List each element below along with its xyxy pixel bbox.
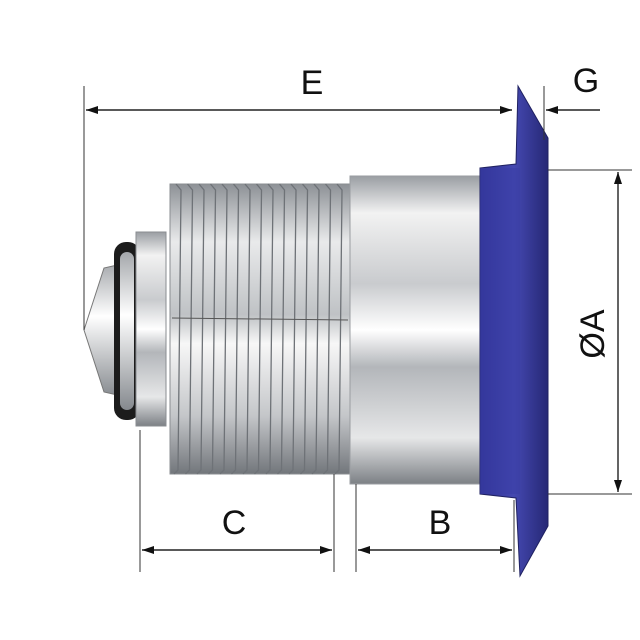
thread-lines: [171, 183, 349, 475]
thread-groove: [208, 183, 217, 475]
lock-body: [83, 84, 549, 578]
thread-groove: [231, 183, 240, 475]
thread-groove: [288, 183, 297, 475]
thread-groove: [300, 183, 309, 475]
dim-label-c: C: [222, 504, 247, 542]
dimension-annotations: E G ØA C B: [83, 62, 632, 572]
thread-groove: [185, 183, 194, 475]
thread-groove: [242, 183, 251, 475]
dim-label-g: G: [573, 62, 599, 100]
lock-barrel: [349, 175, 483, 485]
thread-groove: [219, 183, 228, 475]
thread-groove: [196, 183, 205, 475]
thread-groove: [277, 183, 286, 475]
thread-groove: [254, 183, 263, 475]
thread-groove: [311, 183, 320, 475]
thread-groove: [334, 183, 343, 475]
thread-groove: [323, 183, 332, 475]
thread-groove: [173, 183, 182, 475]
lock-collar: [135, 231, 167, 427]
dim-label-a: ØA: [574, 309, 612, 358]
thread-groove: [265, 183, 274, 475]
thread-centerline: [171, 317, 349, 321]
dim-label-e: E: [301, 64, 324, 102]
dim-label-b: B: [429, 504, 452, 542]
